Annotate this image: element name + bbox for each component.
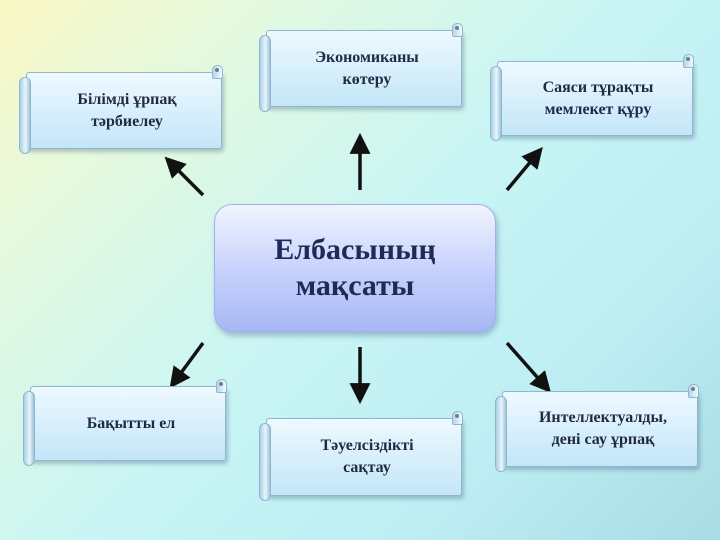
arrow-to-intellect (505, 341, 552, 393)
goal-text-happy: Бақытты ел (86, 414, 176, 432)
scroll-curl (216, 379, 227, 393)
scroll-roll (259, 423, 271, 501)
arrow-to-educate (164, 156, 205, 197)
scroll-curl (452, 411, 463, 425)
goal-box-happy: Бақытты ел (23, 379, 227, 466)
scroll-curl (212, 65, 223, 79)
scroll-roll (19, 77, 31, 154)
arrow-to-happy (169, 341, 205, 389)
scroll-curl (688, 384, 699, 398)
scroll-roll (23, 391, 35, 466)
goal-text-intellect: Интеллектуалды,дені сау ұрпақ (538, 409, 668, 448)
scroll-curl (683, 54, 694, 68)
goal-box-intellect: Интеллектуалды,дені сау ұрпақ (495, 384, 699, 472)
scroll-roll (495, 396, 507, 472)
scroll-curl (452, 23, 463, 37)
arrow-to-politics (505, 147, 543, 192)
scroll-roll (490, 66, 502, 141)
scroll-roll (259, 35, 271, 112)
